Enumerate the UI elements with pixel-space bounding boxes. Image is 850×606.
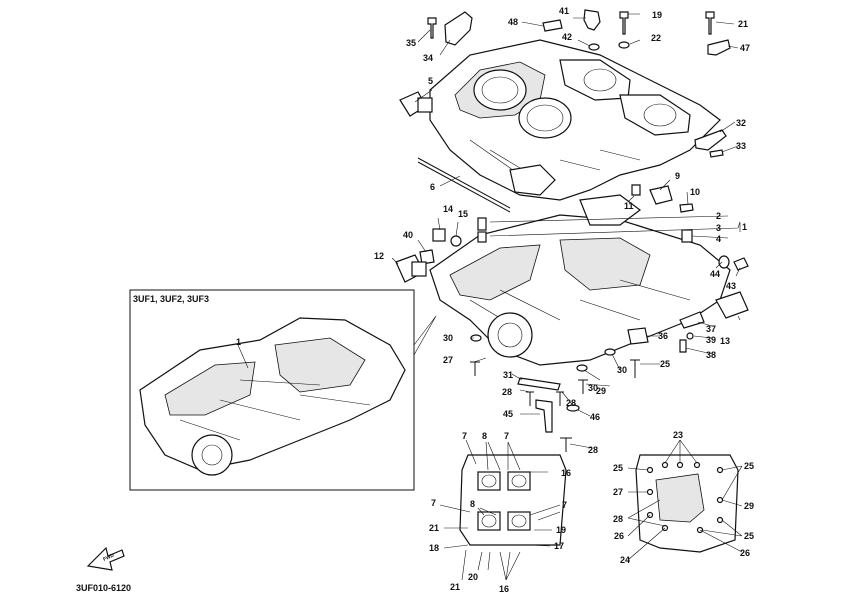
- callout-20: 20: [468, 572, 478, 582]
- callout-9: 9: [675, 171, 680, 181]
- bolt-pattern-center: [439, 439, 567, 581]
- callout-16a: 16: [561, 468, 571, 478]
- callout-19: 19: [652, 10, 662, 20]
- callout-10: 10: [690, 187, 700, 197]
- callout-19b: 19: [556, 525, 566, 535]
- callout-44: 44: [710, 269, 720, 279]
- callout-39: 39: [706, 335, 716, 345]
- callout-33: 33: [736, 141, 746, 151]
- callout-3: 3: [716, 223, 721, 233]
- callout-29b: 29: [744, 501, 754, 511]
- callout-25b: 25: [613, 463, 623, 473]
- callout-37: 37: [706, 324, 716, 334]
- callout-7d: 7: [562, 500, 567, 510]
- callout-41: 41: [559, 6, 569, 16]
- bolt-pattern-right: [627, 439, 743, 561]
- callout-5: 5: [428, 76, 433, 86]
- callout-22: 22: [651, 33, 661, 43]
- callout-27b: 27: [613, 487, 623, 497]
- callout-28b: 28: [566, 398, 576, 408]
- callout-29a: 29: [596, 386, 606, 396]
- callout-34: 34: [423, 53, 433, 63]
- callout-25c: 25: [744, 461, 754, 471]
- callout-30a: 30: [443, 333, 453, 343]
- callout-21b: 21: [450, 582, 460, 592]
- fwd-arrow: [86, 546, 125, 571]
- fwd-label: FWD: [102, 552, 115, 562]
- callout-4: 4: [716, 234, 721, 244]
- callout-18: 18: [429, 543, 439, 553]
- callout-7a: 7: [462, 431, 467, 441]
- callout-32: 32: [736, 118, 746, 128]
- callout-8b: 8: [470, 499, 475, 509]
- callout-28d: 28: [613, 514, 623, 524]
- callout-1: 1: [742, 222, 747, 232]
- callout-6: 6: [430, 182, 435, 192]
- callout-31: 31: [503, 370, 513, 380]
- callout-47: 47: [740, 43, 750, 53]
- callout-48: 48: [508, 17, 518, 27]
- callout-2: 2: [716, 211, 721, 221]
- callout-25a: 25: [660, 359, 670, 369]
- callout-26a: 26: [614, 531, 624, 541]
- callout-27a: 27: [443, 355, 453, 365]
- small-parts: [395, 9, 749, 452]
- callout-8a: 8: [482, 431, 487, 441]
- callout-46: 46: [590, 412, 600, 422]
- callout-14: 14: [443, 204, 453, 214]
- callout-23: 23: [673, 430, 683, 440]
- callout-12: 12: [374, 251, 384, 261]
- callout-7c: 7: [431, 498, 436, 508]
- upper-crankcase: [429, 39, 721, 201]
- callout-45: 45: [503, 409, 513, 419]
- callout-1-inset: 1: [236, 337, 241, 347]
- callout-24: 24: [620, 555, 630, 565]
- inset-panel: [129, 289, 437, 491]
- callout-13: 13: [720, 336, 730, 346]
- callout-21a: 21: [429, 523, 439, 533]
- callout-30b: 30: [617, 365, 627, 375]
- callout-16b: 16: [499, 584, 509, 594]
- figure-code: 3UF010-6120: [76, 583, 131, 593]
- callout-15: 15: [458, 209, 468, 219]
- callout-35: 35: [406, 38, 416, 48]
- callout-21: 21: [738, 19, 748, 29]
- callout-28a: 28: [502, 387, 512, 397]
- callout-30c: 30: [588, 383, 598, 393]
- callout-11: 11: [624, 201, 634, 211]
- callout-43: 43: [726, 281, 736, 291]
- callout-42: 42: [562, 32, 572, 42]
- callout-26b: 26: [740, 548, 750, 558]
- callout-36: 36: [658, 331, 668, 341]
- callout-38: 38: [706, 350, 716, 360]
- lower-crankcase: [429, 194, 731, 366]
- inset-label: 3UF1, 3UF2, 3UF3: [133, 294, 209, 304]
- callout-28c: 28: [588, 445, 598, 455]
- callout-40: 40: [403, 230, 413, 240]
- callout-25d: 25: [744, 531, 754, 541]
- leader-lines: [391, 13, 741, 449]
- callout-17: 17: [554, 541, 564, 551]
- callout-7b: 7: [504, 431, 509, 441]
